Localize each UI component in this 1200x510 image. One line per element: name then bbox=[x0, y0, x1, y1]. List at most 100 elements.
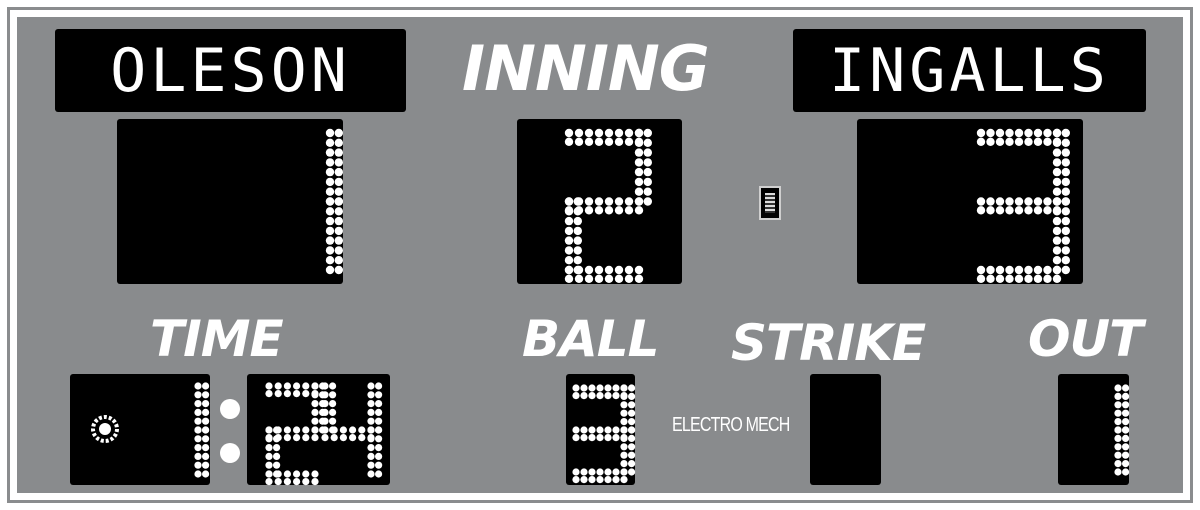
display-dot bbox=[202, 417, 210, 425]
display-dot bbox=[1052, 236, 1062, 245]
display-dot bbox=[573, 236, 582, 245]
display-dot bbox=[573, 197, 582, 206]
display-dot bbox=[1024, 274, 1033, 283]
display-dot bbox=[1061, 138, 1070, 147]
display-dot bbox=[1033, 265, 1043, 275]
display-dot bbox=[596, 426, 604, 434]
display-dot bbox=[1052, 216, 1062, 226]
display-dot bbox=[202, 400, 210, 408]
display-dot bbox=[302, 434, 310, 442]
display-dot bbox=[265, 382, 273, 390]
display-dot bbox=[572, 392, 580, 400]
display-dot bbox=[202, 435, 210, 443]
display-dot bbox=[1052, 177, 1062, 187]
display-dot bbox=[628, 434, 636, 442]
display-dot bbox=[604, 137, 614, 146]
display-dot bbox=[604, 128, 614, 138]
display-dot bbox=[573, 246, 582, 255]
display-dot bbox=[643, 187, 652, 196]
home-score-panel bbox=[117, 119, 343, 284]
display-dot bbox=[339, 434, 347, 442]
display-dot bbox=[573, 226, 582, 236]
display-dot bbox=[302, 470, 310, 478]
display-dot bbox=[564, 128, 574, 138]
display-dot bbox=[976, 274, 986, 283]
display-dot bbox=[628, 392, 636, 400]
inning-digit bbox=[564, 128, 652, 283]
display-dot bbox=[1061, 226, 1070, 236]
display-dot bbox=[580, 434, 588, 442]
display-dot bbox=[1114, 384, 1122, 392]
strike-digit bbox=[810, 374, 881, 485]
display-dot bbox=[1024, 197, 1033, 206]
display-dot bbox=[986, 274, 995, 283]
display-dot bbox=[1061, 236, 1070, 245]
display-dot bbox=[573, 207, 582, 216]
display-dot bbox=[202, 444, 210, 452]
display-dot bbox=[1122, 418, 1130, 426]
display-dot bbox=[995, 128, 1005, 138]
display-dot bbox=[1114, 401, 1122, 409]
display-dot bbox=[986, 197, 995, 206]
time-indicator-dot-icon bbox=[91, 415, 119, 443]
display-dot bbox=[620, 426, 628, 434]
display-dot bbox=[325, 148, 335, 157]
display-dot bbox=[620, 468, 628, 476]
time-label: TIME bbox=[150, 310, 284, 368]
display-dot bbox=[329, 391, 337, 399]
display-dot bbox=[614, 128, 624, 138]
display-dot bbox=[329, 408, 337, 416]
display-dot bbox=[620, 384, 628, 392]
display-dot bbox=[283, 382, 291, 390]
display-dot bbox=[283, 426, 291, 434]
display-dot bbox=[273, 426, 281, 434]
display-dot bbox=[628, 443, 636, 451]
display-dot bbox=[564, 226, 574, 236]
display-dot bbox=[628, 426, 636, 434]
display-dot bbox=[624, 137, 634, 146]
display-dot bbox=[330, 434, 338, 442]
display-dot bbox=[311, 408, 319, 416]
display-dot bbox=[1033, 197, 1043, 206]
display-dot bbox=[596, 392, 604, 400]
display-dot bbox=[572, 384, 580, 392]
display-dot bbox=[1024, 137, 1033, 146]
brand-logo: ELECTRO MECH bbox=[672, 414, 790, 436]
display-dot bbox=[202, 452, 210, 460]
display-dot bbox=[1122, 451, 1130, 459]
display-dot bbox=[325, 256, 335, 265]
display-dot bbox=[620, 418, 628, 426]
display-dot bbox=[574, 265, 584, 275]
display-dot bbox=[321, 391, 329, 399]
display-dot bbox=[302, 390, 310, 398]
display-dot bbox=[194, 408, 202, 416]
display-dot bbox=[628, 409, 636, 417]
display-dot bbox=[265, 444, 273, 452]
display-dot bbox=[283, 390, 291, 398]
out-digit bbox=[1114, 384, 1130, 476]
display-dot bbox=[1061, 128, 1070, 138]
display-dot bbox=[580, 384, 588, 392]
display-dot bbox=[1043, 274, 1052, 283]
display-dot bbox=[194, 461, 202, 469]
display-dot bbox=[330, 426, 338, 434]
display-dot bbox=[620, 401, 628, 409]
display-dot bbox=[302, 382, 310, 390]
display-dot bbox=[1014, 128, 1024, 138]
display-dot bbox=[1114, 443, 1122, 451]
display-dot bbox=[628, 460, 636, 468]
display-dot bbox=[293, 434, 301, 442]
display-dot bbox=[202, 382, 210, 390]
display-dot bbox=[311, 470, 319, 478]
display-dot bbox=[604, 476, 612, 484]
display-dot bbox=[194, 444, 202, 452]
display-dot bbox=[573, 216, 582, 226]
display-dot bbox=[325, 177, 335, 187]
display-dot bbox=[1052, 197, 1062, 206]
display-dot bbox=[1061, 158, 1070, 167]
display-dot bbox=[273, 444, 281, 452]
display-dot bbox=[1122, 434, 1130, 442]
display-dot bbox=[604, 434, 612, 442]
display-dot bbox=[588, 384, 596, 392]
display-dot bbox=[1052, 138, 1062, 147]
